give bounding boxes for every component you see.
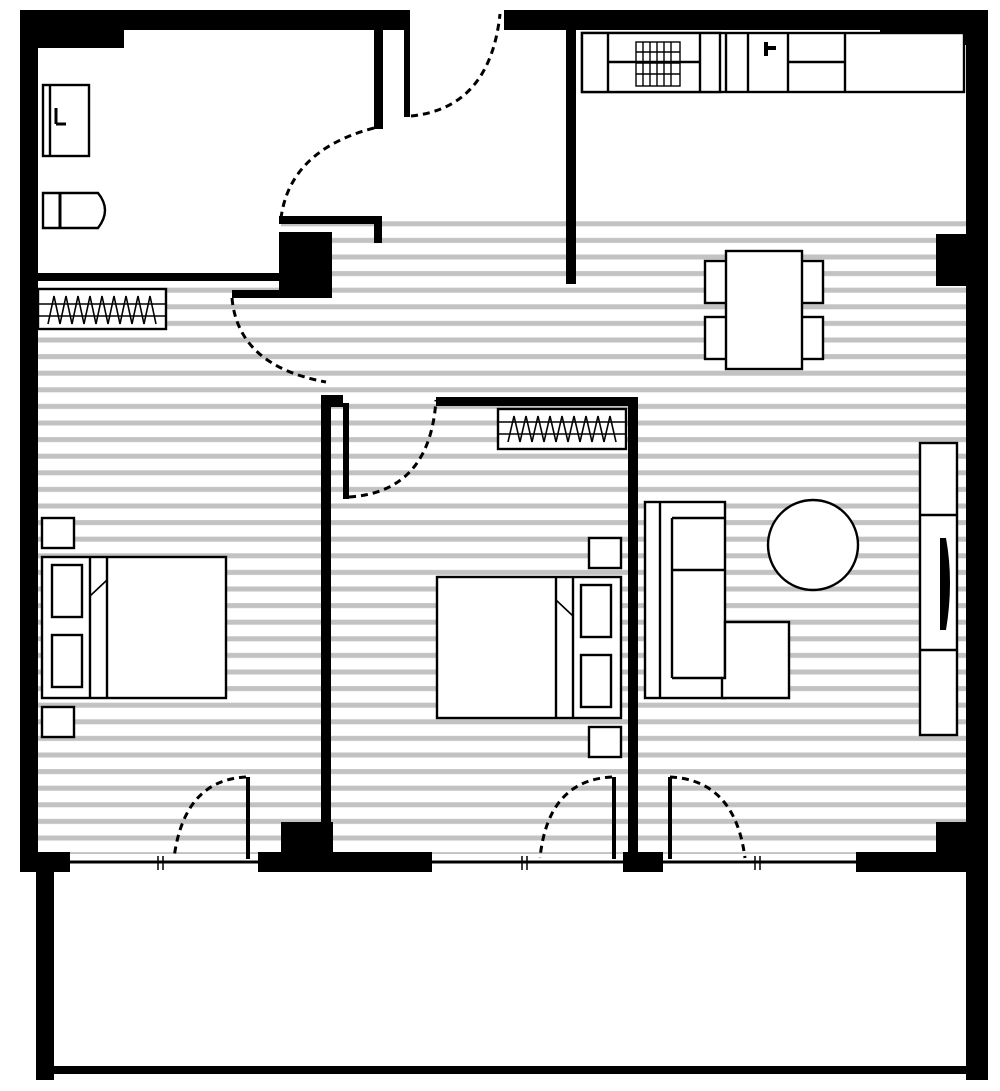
balcony: [36, 872, 988, 1080]
bedroom-2: [435, 407, 628, 759]
sofa-icon: [643, 500, 791, 700]
nightstand-icon: [40, 516, 76, 739]
wardrobe-icon: [36, 287, 168, 331]
wardrobe-icon: [496, 407, 628, 451]
outer-walls: [20, 10, 988, 872]
door-swings: [172, 13, 747, 859]
dining-table-icon: [703, 249, 825, 371]
round-table-icon: [766, 498, 860, 592]
nightstand-icon: [587, 536, 623, 759]
interior-walls: [36, 10, 672, 859]
faucet-icon: [764, 42, 776, 56]
kitchen: [580, 31, 966, 94]
double-bed-icon: [40, 555, 228, 700]
sink-icon: [41, 83, 91, 158]
kitchen-counter-icon: [580, 31, 966, 94]
double-bed-icon: [435, 575, 623, 720]
bathroom: [41, 83, 107, 230]
tv-unit-icon: [918, 441, 959, 737]
bedroom-1: [36, 287, 228, 739]
cooktop-icon: [635, 41, 681, 87]
windows: [70, 856, 856, 870]
toilet-icon: [41, 191, 107, 230]
